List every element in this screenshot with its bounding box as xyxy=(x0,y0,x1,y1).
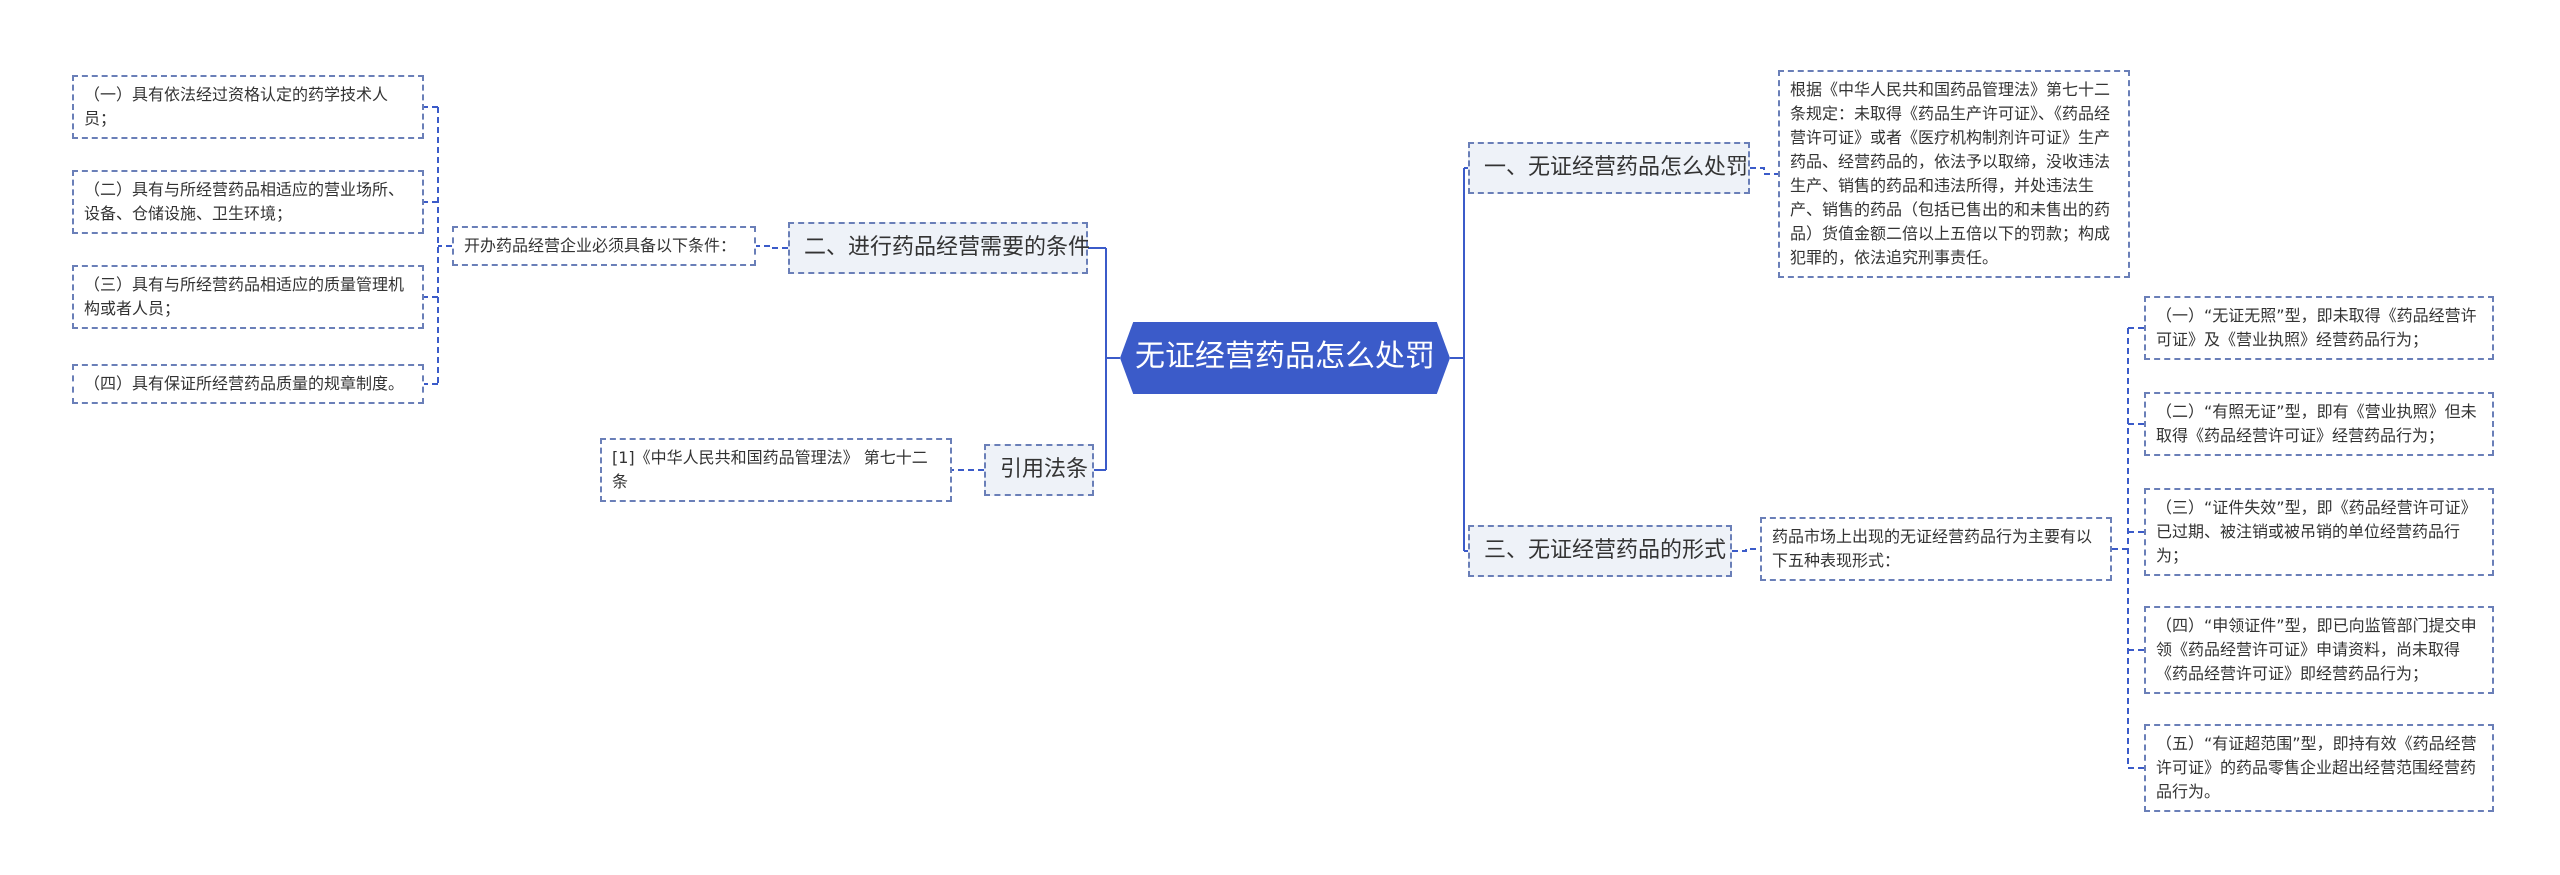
condition-item: （一）具有依法经过资格认定的药学技术人员； xyxy=(72,75,424,139)
conditions-link xyxy=(756,245,788,249)
root-node[interactable]: 无证经营药品怎么处罚 xyxy=(1120,322,1450,394)
form-item: （四）“申领证件”型，即已向监管部门提交申领《药品经营许可证》申请资料，尚未取得… xyxy=(2144,606,2494,694)
condition-item: （二）具有与所经营药品相适应的营业场所、设备、仓储设施、卫生环境； xyxy=(72,170,424,234)
citation-detail: [1]《中华人民共和国药品管理法》 第七十二条 xyxy=(600,438,952,502)
conditions-intro: 开办药品经营企业必须具备以下条件： xyxy=(452,226,756,266)
branch-forms[interactable]: 三、无证经营药品的形式 xyxy=(1468,525,1732,577)
forms-link xyxy=(1732,548,1760,552)
form-item: （二）“有照无证”型，即有《营业执照》但未取得《药品经营许可证》经营药品行为； xyxy=(2144,392,2494,456)
form-item: （三）“证件失效”型，即《药品经营许可证》已过期、被注销或被吊销的单位经营药品行… xyxy=(2144,488,2494,576)
form-item: （五）“有证超范围”型，即持有效《药品经营许可证》的药品零售企业超出经营范围经营… xyxy=(2144,724,2494,812)
penalty-link xyxy=(1750,167,1778,175)
branch-penalty[interactable]: 一、无证经营药品怎么处罚 xyxy=(1468,142,1750,194)
branch-conditions[interactable]: 二、进行药品经营需要的条件 xyxy=(788,222,1090,274)
forms-intro: 药品市场上出现的无证经营药品行为主要有以下五种表现形式： xyxy=(1760,517,2112,581)
condition-item: （三）具有与所经营药品相适应的质量管理机构或者人员； xyxy=(72,265,424,329)
condition-item: （四）具有保证所经营药品质量的规章制度。 xyxy=(72,364,424,404)
penalty-detail: 根据《中华人民共和国药品管理法》第七十二条规定：未取得《药品生产许可证》、《药品… xyxy=(1778,70,2130,278)
branch-citation[interactable]: 引用法条 xyxy=(984,444,1094,496)
form-item: （一）“无证无照”型，即未取得《药品经营许可证》及《营业执照》经营药品行为； xyxy=(2144,296,2494,360)
